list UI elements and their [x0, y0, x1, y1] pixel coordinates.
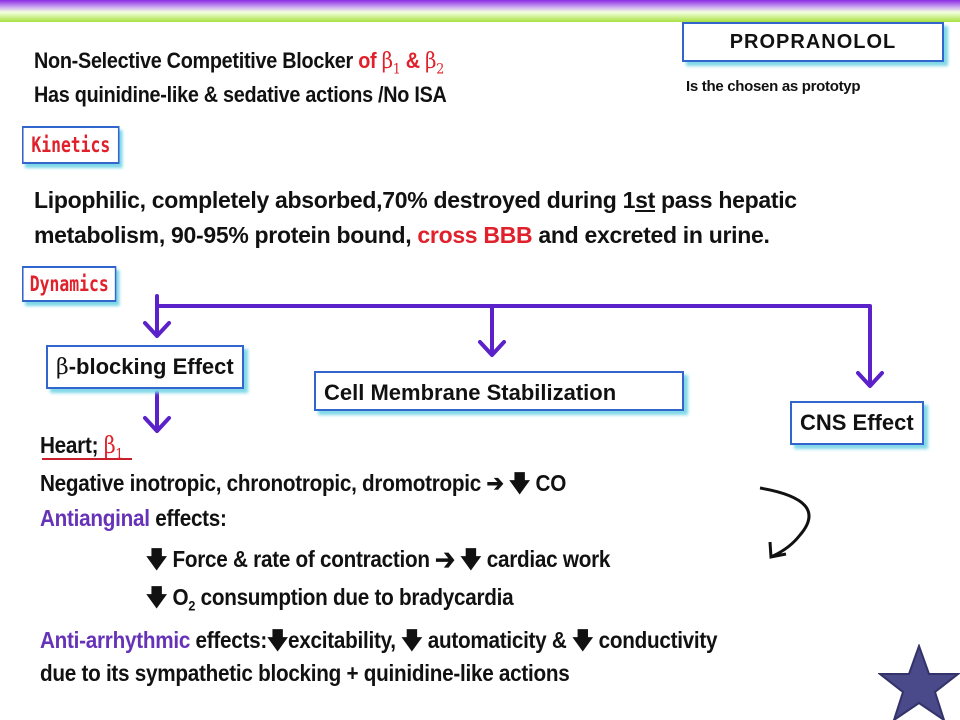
beta-blocking-effect-box: β-blocking Effect — [46, 345, 244, 389]
header-line-1: Non-Selective Competitive Blocker of β1 … — [34, 48, 444, 78]
final-line: due to its sympathetic blocking + quinid… — [40, 660, 570, 686]
drug-name: PROPRANOLOL — [729, 31, 897, 53]
header-line-2: Has quinidine-like & sedative actions /N… — [34, 82, 447, 107]
cell-membrane-box: Cell Membrane Stabilization — [314, 371, 684, 411]
heart-line-1: Negative inotropic, chronotropic, dromot… — [40, 470, 567, 496]
antianginal-line-2: 🡇 O2 consumption due to bradycardia — [146, 584, 514, 614]
antianginal-heading: Antianginal effects: — [40, 505, 227, 531]
curved-arrow — [759, 486, 811, 558]
drug-name-box: PROPRANOLOL — [682, 22, 944, 62]
top-gradient-bar — [0, 0, 960, 22]
dynamics-label: Dynamics — [22, 266, 117, 302]
heart-title: Heart; β1 — [40, 432, 124, 463]
drug-note: Is the chosen as prototyp — [686, 78, 861, 95]
antianginal-line-1: 🡇 Force & rate of contraction ➔ 🡇 cardia… — [146, 546, 611, 572]
star-icon[interactable] — [878, 644, 960, 720]
kinetics-line-1: Lipophilic, completely absorbed,70% dest… — [34, 187, 797, 213]
kinetics-line-2: metabolism, 90-95% protein bound, cross … — [34, 222, 770, 248]
antiarrhythmic-line: Anti-arrhythmic effects:🡇excitability, 🡇… — [40, 627, 718, 653]
kinetics-label: Kinetics — [22, 126, 120, 164]
cns-effect-box: CNS Effect — [790, 401, 924, 445]
